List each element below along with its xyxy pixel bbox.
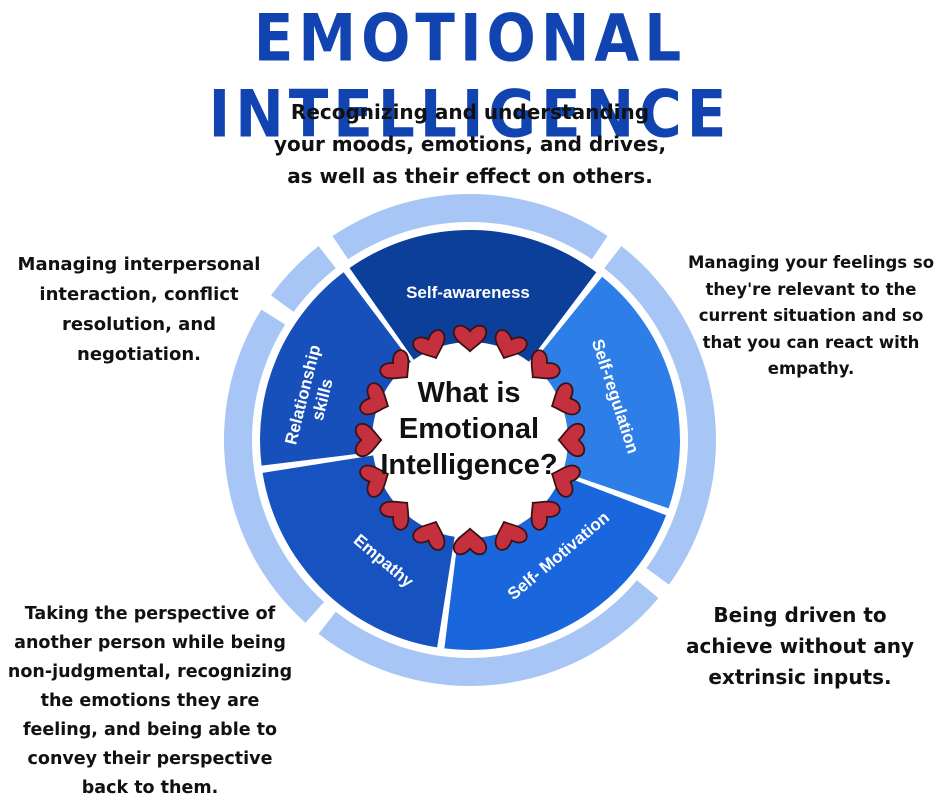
self-awareness-description: Recognizing and understanding your moods…: [230, 96, 710, 192]
description-line: Recognizing and understanding: [290, 100, 650, 124]
description-line: your moods, emotions, and drives,: [273, 132, 667, 156]
self-regulation-description: Managing your feelings so they're releva…: [684, 250, 938, 383]
description-line: Managing interpersonal: [17, 254, 261, 275]
center-line-1: What is: [417, 377, 520, 409]
heart-icon: [359, 464, 390, 498]
self-motivation-description: Being driven to achieve without any extr…: [680, 600, 920, 693]
heart-icon: [452, 324, 488, 353]
segment-label: Self-awareness: [406, 283, 530, 302]
relationship-skills-description: Managing interpersonal interaction, conf…: [8, 250, 270, 370]
description-line: Being driven to: [713, 603, 887, 627]
description-line: current situation and so: [698, 306, 924, 325]
description-line: Taking the perspective of: [24, 604, 276, 624]
description-line: as well as their effect on others.: [287, 164, 653, 188]
heart-icon: [379, 349, 410, 380]
description-line: resolution, and: [61, 314, 217, 335]
heart-icon: [379, 500, 410, 531]
description-line: that you can react with: [702, 332, 920, 352]
description-line: achieve without any: [686, 634, 914, 658]
heart-icon: [530, 349, 561, 380]
wheel-segments: [260, 229, 681, 651]
heart-icon: [354, 422, 383, 458]
heart-icon: [494, 520, 528, 551]
heart-icon: [557, 422, 586, 458]
empathy-description: Taking the perspective of another person…: [4, 600, 296, 803]
outer-ring-piece: [270, 246, 336, 312]
description-line: negotiation.: [77, 344, 201, 365]
description-line: interaction, conflict: [39, 284, 239, 305]
description-line: empathy.: [767, 359, 855, 378]
heart-icon: [550, 464, 581, 498]
segment-empathy: [262, 455, 455, 648]
center-disc: [374, 344, 566, 536]
description-line: the emotions they are: [40, 691, 260, 711]
center-line-2: Emotional: [399, 413, 539, 445]
heart-icon: [412, 329, 446, 360]
description-line: Managing your feelings so: [687, 253, 935, 272]
description-line: feeling, and being able to: [22, 720, 278, 740]
heart-icon: [412, 520, 446, 551]
segment-relationship-skills: [260, 272, 412, 466]
heart-icon: [494, 329, 528, 360]
heart-ring: [354, 324, 586, 556]
segment-self-awareness: [349, 229, 597, 362]
outer-ring-piece: [224, 309, 325, 623]
description-line: another person while being: [14, 633, 286, 653]
heart-icon: [359, 382, 390, 416]
heart-icon: [550, 382, 581, 416]
description-line: extrinsic inputs.: [708, 665, 892, 689]
outer-ring-piece: [332, 194, 608, 260]
heart-icon: [452, 527, 488, 556]
segment-self-motivation: [444, 475, 667, 651]
outer-ring-piece: [318, 580, 659, 686]
outer-ring-piece: [604, 246, 716, 585]
description-line: they're relevant to the: [705, 279, 917, 299]
outer-ring: [224, 194, 716, 686]
page-title: EMOTIONAL INTELLIGENCE: [208, 0, 732, 153]
heart-icon: [530, 500, 561, 531]
center-line-3: Intelligence?: [380, 449, 557, 481]
description-line: convey their perspective: [27, 749, 273, 769]
segment-label-line: Self-awareness: [406, 283, 530, 302]
center-question: What is Emotional Intelligence?: [380, 377, 557, 481]
description-line: non-judgmental, recognizing: [7, 662, 293, 682]
